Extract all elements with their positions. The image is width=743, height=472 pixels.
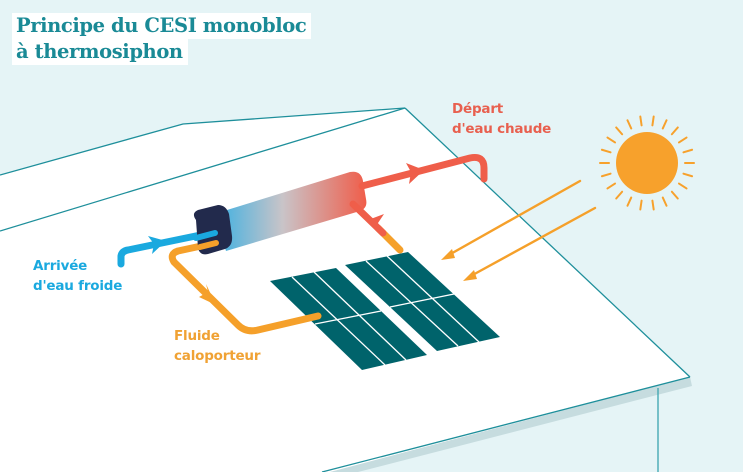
hot-water-label-line-2: d'eau chaude	[452, 121, 552, 137]
sun-ray	[651, 199, 655, 211]
sunlight-ray-1	[445, 179, 582, 258]
sunlight-arrowhead-1	[441, 249, 455, 260]
sun-ray	[615, 126, 624, 136]
sun-ray	[651, 115, 655, 127]
roof-eave-line	[0, 107, 406, 232]
fluid-down-arrowhead	[199, 284, 216, 305]
tank-body	[214, 171, 367, 251]
sun-ray	[615, 190, 624, 200]
sun-ray	[606, 136, 617, 144]
sun-ray	[600, 172, 612, 178]
cold-water-label-line-2: d'eau froide	[33, 278, 123, 294]
solar-panel-left	[270, 268, 427, 370]
roof-side-edge	[404, 107, 691, 378]
diagram-title: Principe du CESI monobloc à thermosiphon	[12, 13, 312, 65]
cold-water-label: Arrivée d'eau froide	[33, 256, 122, 296]
cold-water-inlet	[117, 228, 219, 268]
roof-fascia	[330, 377, 692, 472]
sun-ray	[682, 172, 694, 178]
heat-fluid-label-line-2: caloporteur	[174, 348, 261, 364]
hot-outlet-arrowhead	[406, 163, 424, 184]
sun-ray	[639, 199, 643, 211]
cold-water-arrowhead	[148, 236, 166, 254]
roof-ridge-line	[0, 107, 406, 176]
sun-ray	[677, 136, 688, 144]
sun-ray	[639, 115, 643, 127]
sun-icon	[599, 115, 695, 211]
heat-fluid-label-line-1: Fluide	[174, 328, 220, 344]
sun-ray	[670, 126, 679, 136]
hot-riser-arrowhead	[368, 214, 384, 234]
sun-ray	[670, 190, 679, 200]
sunlight-arrowhead-2	[463, 270, 477, 281]
solar-collectors	[270, 252, 500, 370]
sun-ray	[677, 182, 688, 190]
heat-fluid-label: Fluide caloporteur	[174, 326, 260, 366]
tank-end-cap	[193, 205, 233, 255]
water-tank	[193, 171, 367, 255]
sunlight-ray-2	[467, 206, 597, 279]
roof-front-edge	[321, 376, 691, 472]
hot-outlet-pipe	[358, 154, 488, 190]
sun-ray	[600, 148, 612, 154]
cold-water-label-line-1: Arrivée	[33, 258, 88, 274]
sun-ray	[682, 148, 694, 154]
sun-ray	[661, 119, 668, 130]
sunlight-arrows	[441, 179, 597, 281]
sun-ray	[626, 119, 633, 130]
sun-ray	[626, 196, 633, 207]
hot-water-label-line-1: Départ	[452, 101, 504, 117]
sun-ray	[661, 196, 668, 207]
title-line-2: à thermosiphon	[12, 39, 188, 65]
title-line-1: Principe du CESI monobloc	[12, 13, 312, 39]
hot-water-label: Départ d'eau chaude	[452, 99, 551, 139]
solar-panel-right	[345, 252, 500, 351]
sun-ray	[606, 182, 617, 190]
